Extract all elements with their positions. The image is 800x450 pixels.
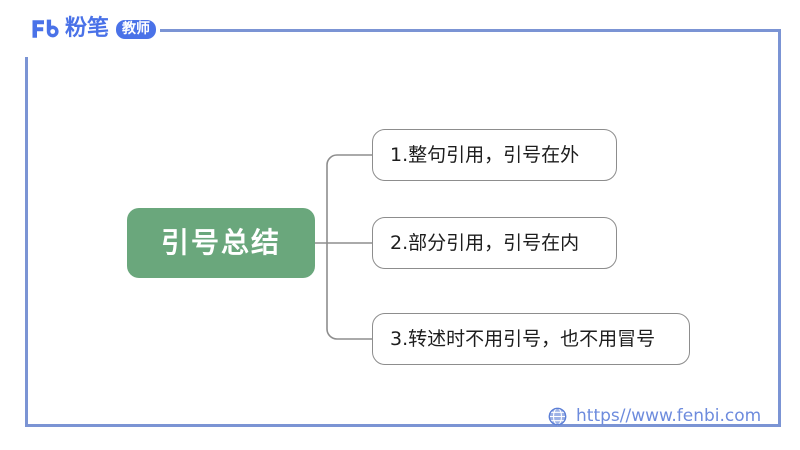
brand-badge: 教师 (116, 19, 157, 39)
footer-url-text: https//www.fenbi.com (576, 406, 762, 426)
mindmap-branch-node-2[interactable]: 2.部分引用，引号在内 (372, 217, 617, 269)
brand-logo: 粉笔 教师 (30, 14, 157, 44)
mindmap-root-node[interactable]: 引号总结 (127, 208, 315, 278)
globe-icon (548, 407, 567, 426)
frame-border-bottom (25, 424, 781, 427)
frame-border-right (778, 29, 781, 427)
footer-website[interactable]: https//www.fenbi.com (548, 407, 761, 426)
mindmap-branch-label-2: 2.部分引用，引号在内 (390, 231, 580, 254)
mindmap-branch-label-1: 1.整句引用，引号在外 (390, 143, 580, 166)
mindmap-root-label: 引号总结 (160, 226, 281, 259)
mindmap-branch-label-3: 3.转述时不用引号，也不用冒号 (390, 327, 656, 350)
frame-border-top (160, 29, 781, 32)
mindmap-branch-node-1[interactable]: 1.整句引用，引号在外 (372, 129, 617, 181)
brand-name: 粉笔 (65, 16, 110, 41)
mindmap-branch-node-3[interactable]: 3.转述时不用引号，也不用冒号 (372, 313, 690, 365)
frame-border-left (25, 57, 28, 427)
fenbi-logo-icon (32, 19, 59, 38)
